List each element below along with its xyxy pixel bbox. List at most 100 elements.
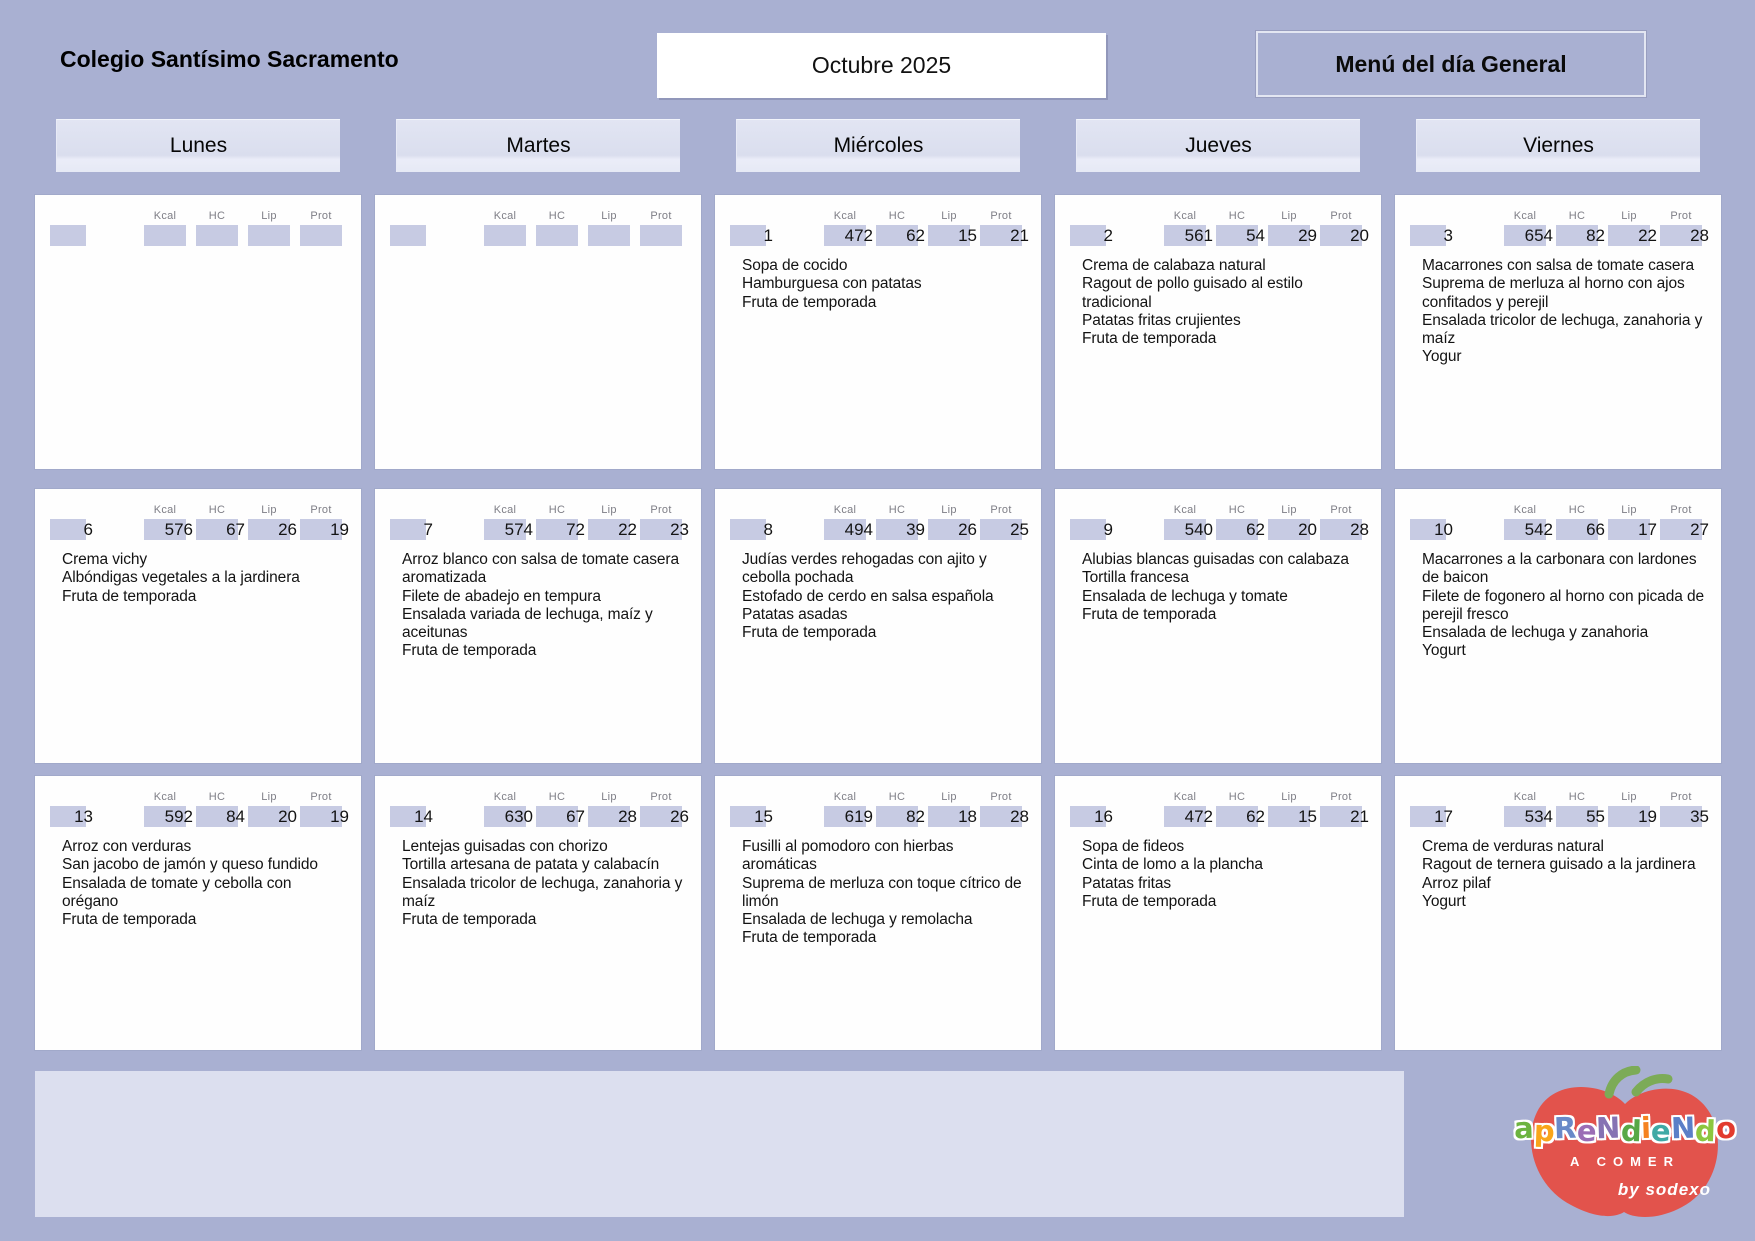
day-number-chip	[50, 225, 86, 246]
day-number: 16	[1094, 807, 1113, 826]
kcal-value: 472	[844, 226, 873, 245]
day-number-chip: 6	[50, 519, 93, 540]
hc-chip: 72	[536, 519, 585, 540]
kcal-value: 472	[1184, 807, 1213, 826]
nutrition-label-hc: HC	[1568, 791, 1586, 803]
menu-type-label: Menú del día General	[1335, 50, 1567, 77]
prot-value: 28	[1690, 226, 1709, 245]
nutrition-label-kcal: Kcal	[1513, 504, 1537, 516]
lip-chip: 20	[1268, 519, 1317, 540]
nutrition-label-lip: Lip	[601, 791, 617, 803]
nutrition-label-lip: Lip	[1621, 791, 1637, 803]
hc-value: 54	[1246, 226, 1265, 245]
kcal-value: 574	[504, 520, 533, 539]
day-number-chip: 16	[1070, 806, 1113, 827]
menu-item: Estofado de cerdo en salsa española	[742, 587, 994, 605]
nutrition-label-kcal: Kcal	[1173, 210, 1197, 222]
prot-value: 27	[1690, 520, 1709, 539]
menu-item: Ragout de pollo guisado al estilo tradic…	[1082, 275, 1303, 311]
logo-subtitle: A COMER	[1570, 1154, 1680, 1169]
menu-item: Macarrones con salsa de tomate casera	[1422, 257, 1694, 274]
nutrition-label-hc: HC	[548, 210, 566, 222]
nutrition-label-kcal: Kcal	[153, 791, 177, 803]
nutrition-label-lip: Lip	[941, 504, 957, 516]
nutrition-label-prot: Prot	[1670, 210, 1692, 222]
weekday-column: Martes	[375, 119, 701, 172]
school-title: Colegio Santísimo Sacramento	[60, 46, 399, 72]
nutrition-label-hc: HC	[208, 504, 226, 516]
hc-value: 67	[226, 520, 245, 539]
hc-value: 39	[906, 520, 925, 539]
menu-item: Fruta de temporada	[1082, 892, 1217, 910]
nutrition-values-row	[375, 225, 701, 246]
logo-letter: e	[1650, 1113, 1672, 1149]
nutrition-values-row: 2 561 54 29 20	[1055, 225, 1381, 246]
nutrition-label-lip: Lip	[261, 504, 277, 516]
logo-letter: d	[1694, 1113, 1717, 1149]
day-number-chip: 17	[1410, 806, 1453, 827]
menu-item: Crema vichy	[62, 551, 148, 568]
nutrition-label-lip: Lip	[941, 210, 957, 222]
kcal-chip: 542	[1504, 519, 1553, 540]
menu-item: Ensalada variada de lechuga, maíz y acei…	[402, 605, 653, 642]
nutrition-values-row: 9 540 62 20 28	[1055, 519, 1381, 540]
menu-item: Lentejas guisadas con chorizo	[402, 838, 608, 855]
nutrition-values-row: 10 542 66 17 27	[1395, 519, 1721, 540]
footer-notes-box	[35, 1071, 1404, 1217]
kcal-chip: 654	[1504, 225, 1553, 246]
kcal-value: 654	[1524, 226, 1553, 245]
menu-items: Judías verdes rehogadas con ajito y cebo…	[742, 551, 1027, 642]
day-number: 15	[754, 807, 773, 826]
nutrition-label-hc: HC	[888, 210, 906, 222]
nutrition-label-kcal: Kcal	[153, 210, 177, 222]
nutrition-label-kcal: Kcal	[493, 504, 517, 516]
hc-chip: 62	[1216, 519, 1265, 540]
hc-chip: 84	[196, 806, 245, 827]
menu-item: Filete de fogonero al horno con picada d…	[1422, 587, 1704, 623]
nutrition-label-kcal: Kcal	[833, 210, 857, 222]
prot-value: 19	[330, 520, 349, 539]
weekday-header-jueves: Jueves	[1076, 119, 1360, 172]
menu-item: Crema de verduras natural	[1422, 838, 1604, 855]
hc-value: 66	[1586, 520, 1605, 539]
day-number-chip: 9	[1070, 519, 1113, 540]
nutrition-label-hc: HC	[1568, 504, 1586, 516]
nutrition-values-row: 6 576 67 26 19	[35, 519, 361, 540]
logo-wordmark: apReNdieNdo	[1505, 1111, 1745, 1149]
menu-item: Ensalada tricolor de lechuga, zanahoria …	[402, 874, 683, 910]
nutrition-label-kcal: Kcal	[1513, 791, 1537, 803]
menu-item: Yogurt	[1422, 642, 1466, 660]
prot-chip: 27	[1660, 519, 1709, 540]
nutrition-values-row: 1 472 62 15 21	[715, 225, 1041, 246]
prot-chip: 19	[300, 806, 349, 827]
menu-item: Fruta de temporada	[742, 929, 877, 947]
nutrition-label-kcal: Kcal	[493, 210, 517, 222]
menu-item: Ensalada de lechuga y tomate	[1082, 587, 1288, 605]
menu-item: Fruta de temporada	[1082, 330, 1217, 348]
lip-value: 18	[958, 807, 977, 826]
nutrition-label-kcal: Kcal	[493, 791, 517, 803]
hc-chip: 82	[1556, 225, 1605, 246]
prot-value: 19	[330, 807, 349, 826]
kcal-chip: 592	[144, 806, 193, 827]
nutrition-label-hc: HC	[1228, 210, 1246, 222]
hc-value: 82	[906, 807, 925, 826]
hc-chip: 82	[876, 806, 925, 827]
hc-value: 84	[226, 807, 245, 826]
hc-value: 55	[1586, 807, 1605, 826]
